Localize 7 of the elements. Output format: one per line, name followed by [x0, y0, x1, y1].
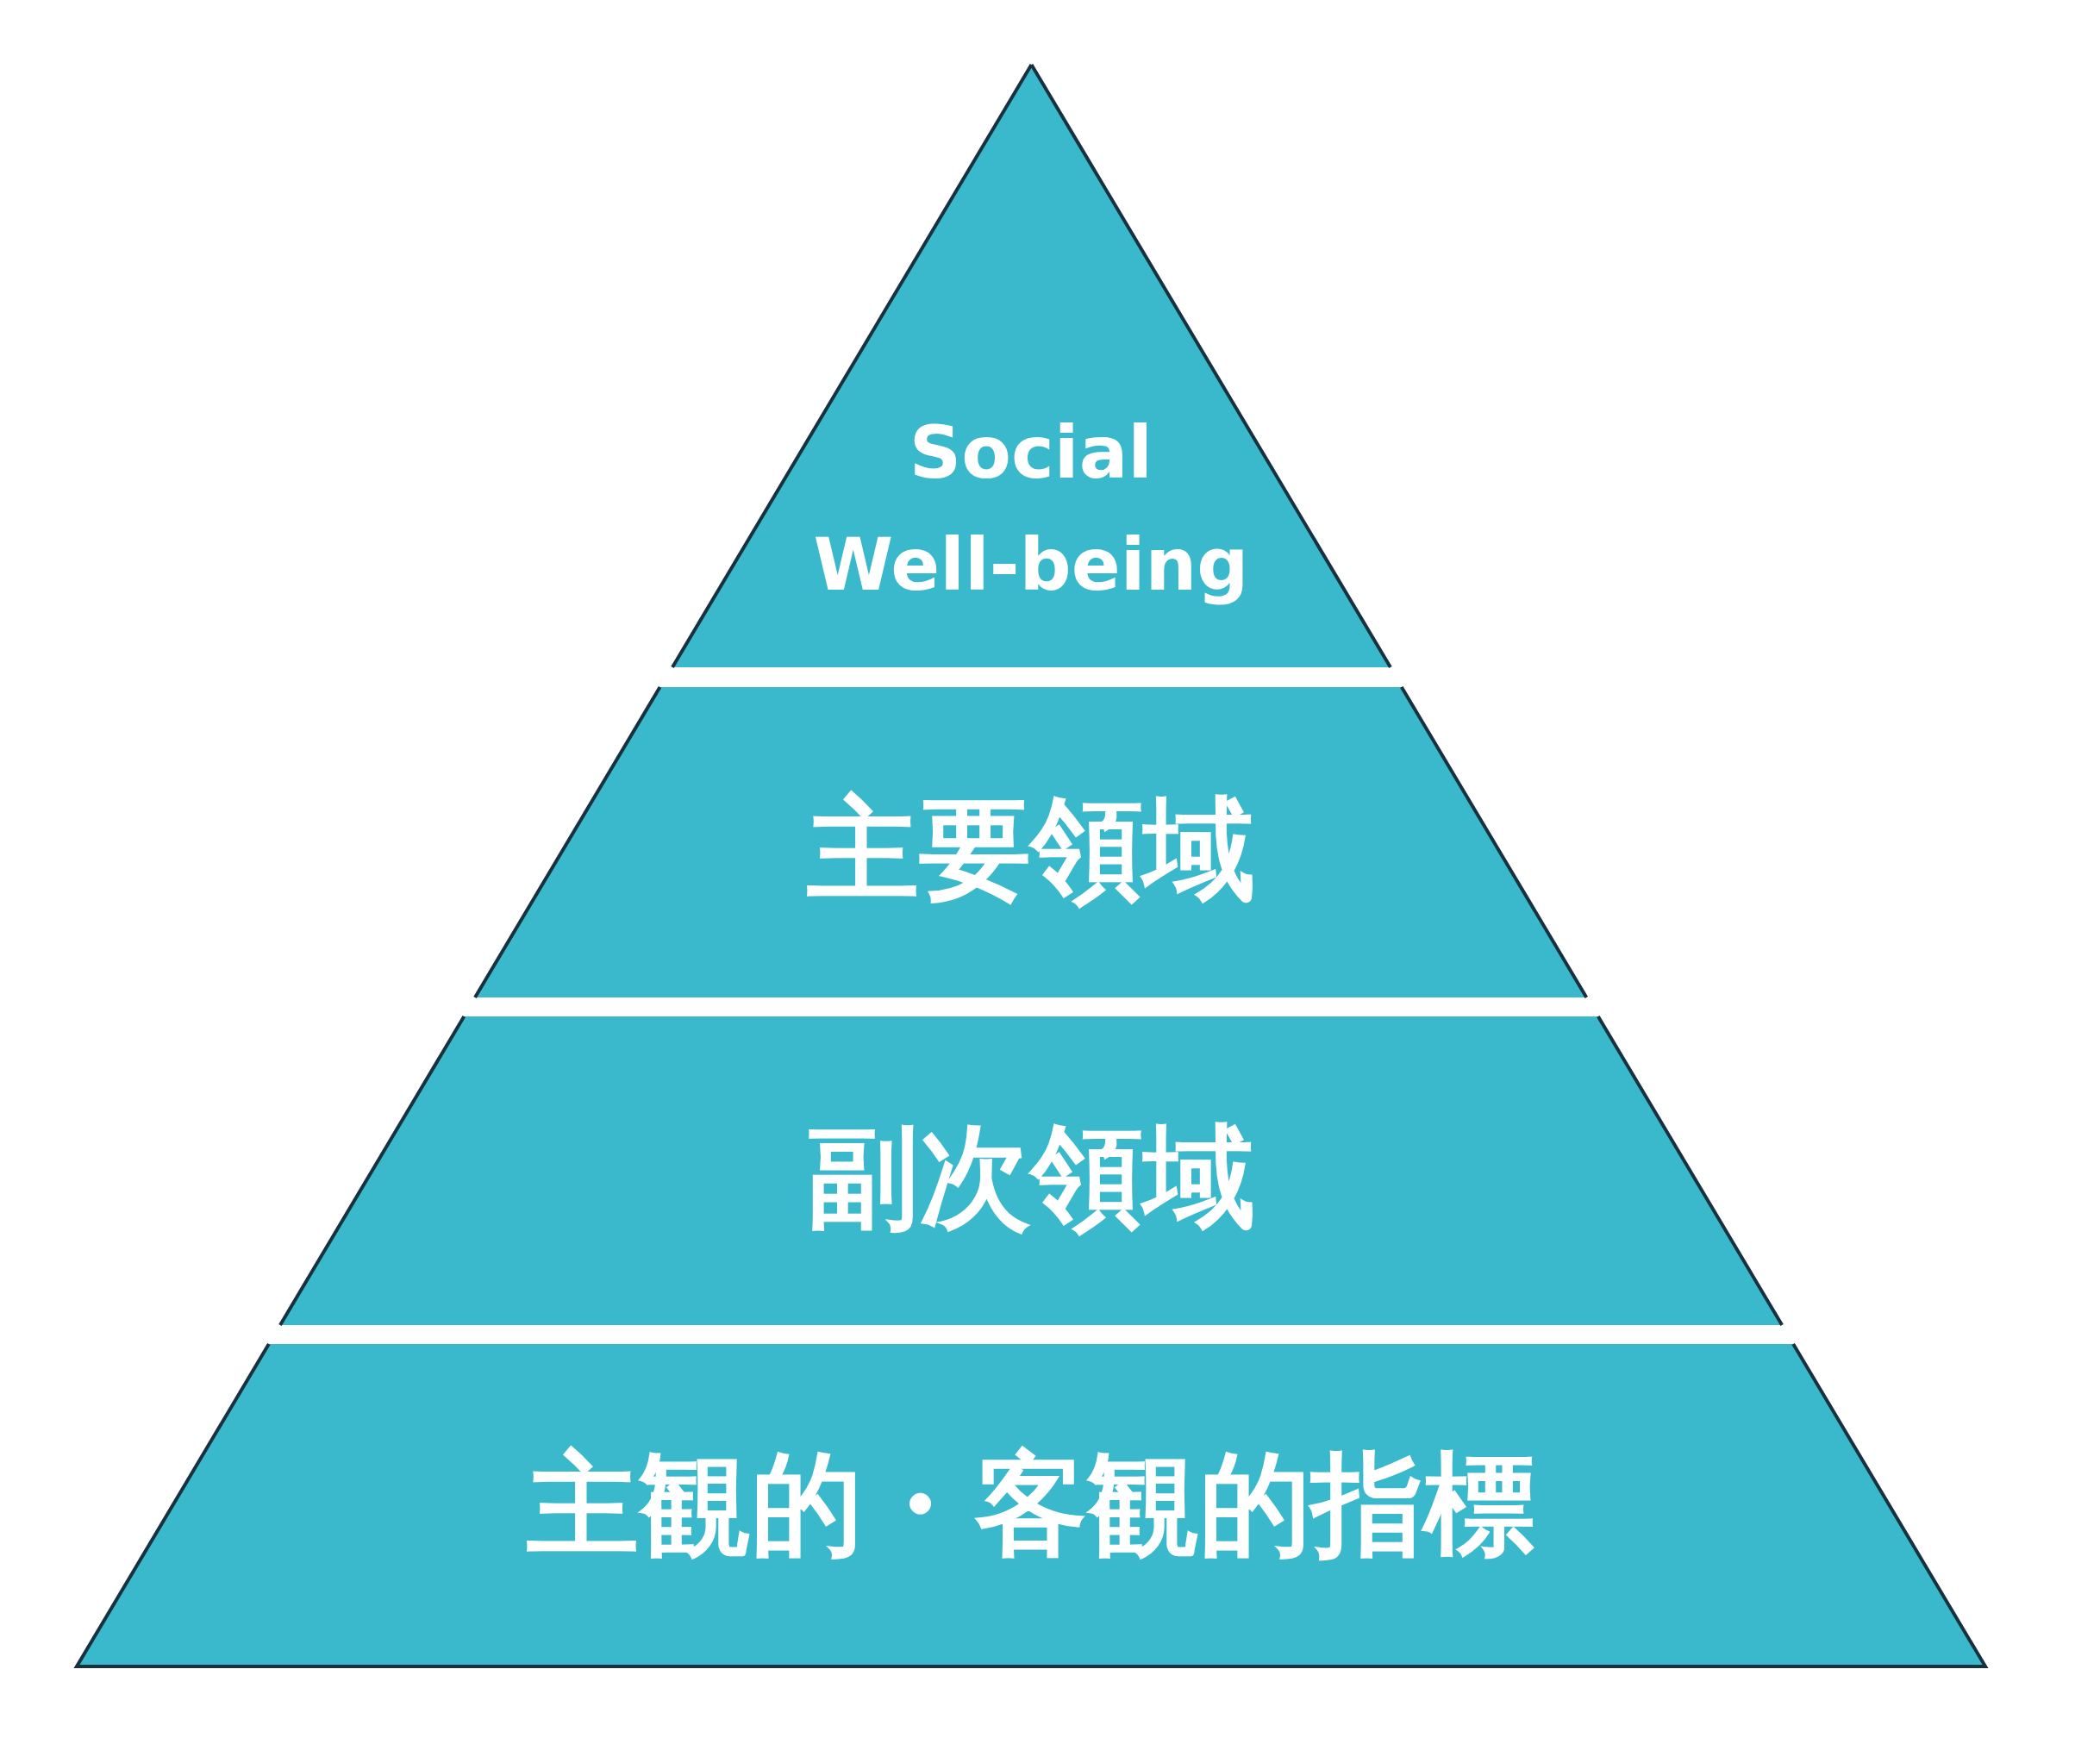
tier-label: 主観的・客観的指標 — [526, 1442, 1536, 1566]
pyramid-apex-segment — [672, 65, 1391, 667]
pyramid-tier — [279, 1016, 1783, 1325]
pyramid-tier — [475, 687, 1587, 997]
tier-label: Social Well-being — [812, 409, 1250, 609]
tier-label: 副次領域 — [806, 1115, 1256, 1239]
tier-label: 主要領域 — [806, 787, 1256, 911]
